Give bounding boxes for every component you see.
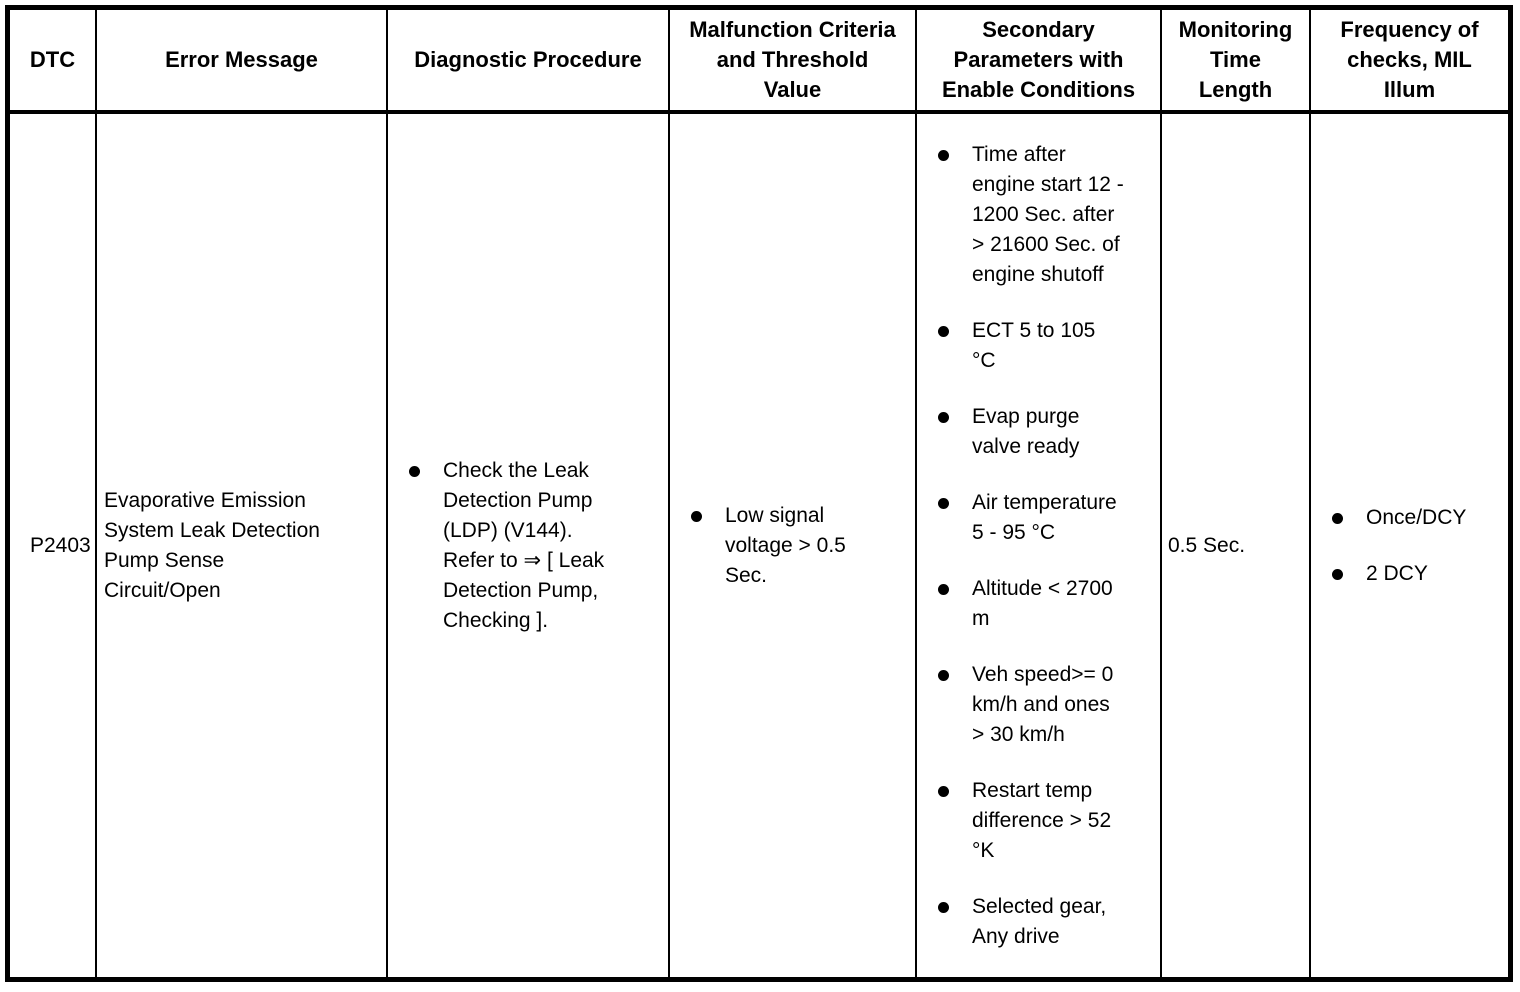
cell-dtc-code: P2403: [10, 114, 95, 977]
bullet-icon: [691, 510, 702, 522]
error-message-text: Evaporative Emission System Leak Detecti…: [104, 488, 320, 602]
list-item: Veh speed>= 0 km/h and ones > 30 km/h: [938, 660, 1157, 750]
header-cell-monitoring-time: Monitoring Time Length: [1162, 10, 1309, 110]
bullet-icon: [938, 785, 949, 797]
cell-secondary-parameters: Time after engine start 12 - 1200 Sec. a…: [917, 114, 1160, 977]
list-item: Altitude < 2700 m: [938, 574, 1157, 634]
list-item: Air temperature 5 - 95 °C: [938, 488, 1157, 548]
list-item: 2 DCY: [1332, 559, 1505, 589]
bullet-icon: [938, 669, 949, 681]
bullet-icon: [1332, 568, 1343, 580]
secondary-parameter-text: ECT 5 to 105 °C: [972, 318, 1096, 372]
monitoring-time-text: 0.5 Sec.: [1168, 533, 1246, 557]
header-cell-error-message: Error Message: [97, 10, 386, 110]
secondary-parameter-text: Evap purge valve ready: [972, 404, 1080, 458]
diagnostic-procedure-text: Check the Leak Detection Pump (LDP) (V14…: [443, 458, 605, 632]
list-item: Evap purge valve ready: [938, 402, 1157, 462]
frequency-text: 2 DCY: [1366, 561, 1428, 585]
malfunction-criteria-text: Low signal voltage > 0.5 Sec.: [725, 503, 846, 587]
header-cell-secondary-parameters: Secondary Parameters with Enable Conditi…: [917, 10, 1160, 110]
bullet-icon: [938, 149, 949, 161]
list-item: Restart temp difference > 52 °K: [938, 776, 1157, 866]
cell-frequency-checks: Once/DCY 2 DCY: [1311, 114, 1508, 977]
list-item: Once/DCY: [1332, 503, 1505, 533]
secondary-parameter-text: Veh speed>= 0 km/h and ones > 30 km/h: [972, 662, 1114, 746]
secondary-parameter-text: Selected gear, Any drive: [972, 894, 1107, 948]
header-cell-malfunction-criteria: Malfunction Criteria and Threshold Value: [670, 10, 915, 110]
bullet-icon: [938, 583, 949, 595]
cell-monitoring-time: 0.5 Sec.: [1162, 114, 1309, 977]
cell-diagnostic-procedure: Check the Leak Detection Pump (LDP) (V14…: [388, 114, 668, 977]
header-cell-diagnostic-procedure: Diagnostic Procedure: [388, 10, 668, 110]
secondary-parameter-text: Air temperature 5 - 95 °C: [972, 490, 1117, 544]
secondary-parameter-text: Time after engine start 12 - 1200 Sec. a…: [972, 142, 1124, 286]
dtc-table: DTC Error Message Diagnostic Procedure M…: [5, 5, 1513, 982]
bullet-icon: [938, 497, 949, 509]
list-item: Time after engine start 12 - 1200 Sec. a…: [938, 140, 1157, 290]
cell-error-message: Evaporative Emission System Leak Detecti…: [97, 114, 386, 977]
list-item: Low signal voltage > 0.5 Sec.: [691, 501, 912, 591]
bullet-icon: [409, 465, 420, 477]
secondary-parameter-text: Restart temp difference > 52 °K: [972, 778, 1112, 862]
bullet-icon: [938, 901, 949, 913]
list-item: Check the Leak Detection Pump (LDP) (V14…: [409, 456, 665, 636]
header-cell-frequency: Frequency of checks, MIL Illum: [1311, 10, 1508, 110]
frequency-text: Once/DCY: [1366, 505, 1467, 529]
secondary-parameter-text: Altitude < 2700 m: [972, 576, 1113, 630]
bullet-icon: [938, 325, 949, 337]
cell-malfunction-criteria: Low signal voltage > 0.5 Sec.: [670, 114, 915, 977]
bullet-icon: [938, 411, 949, 423]
dtc-code: P2403: [30, 533, 91, 557]
list-item: ECT 5 to 105 °C: [938, 316, 1157, 376]
header-cell-dtc: DTC: [10, 10, 95, 110]
list-item: Selected gear, Any drive: [938, 892, 1157, 952]
bullet-icon: [1332, 512, 1343, 524]
